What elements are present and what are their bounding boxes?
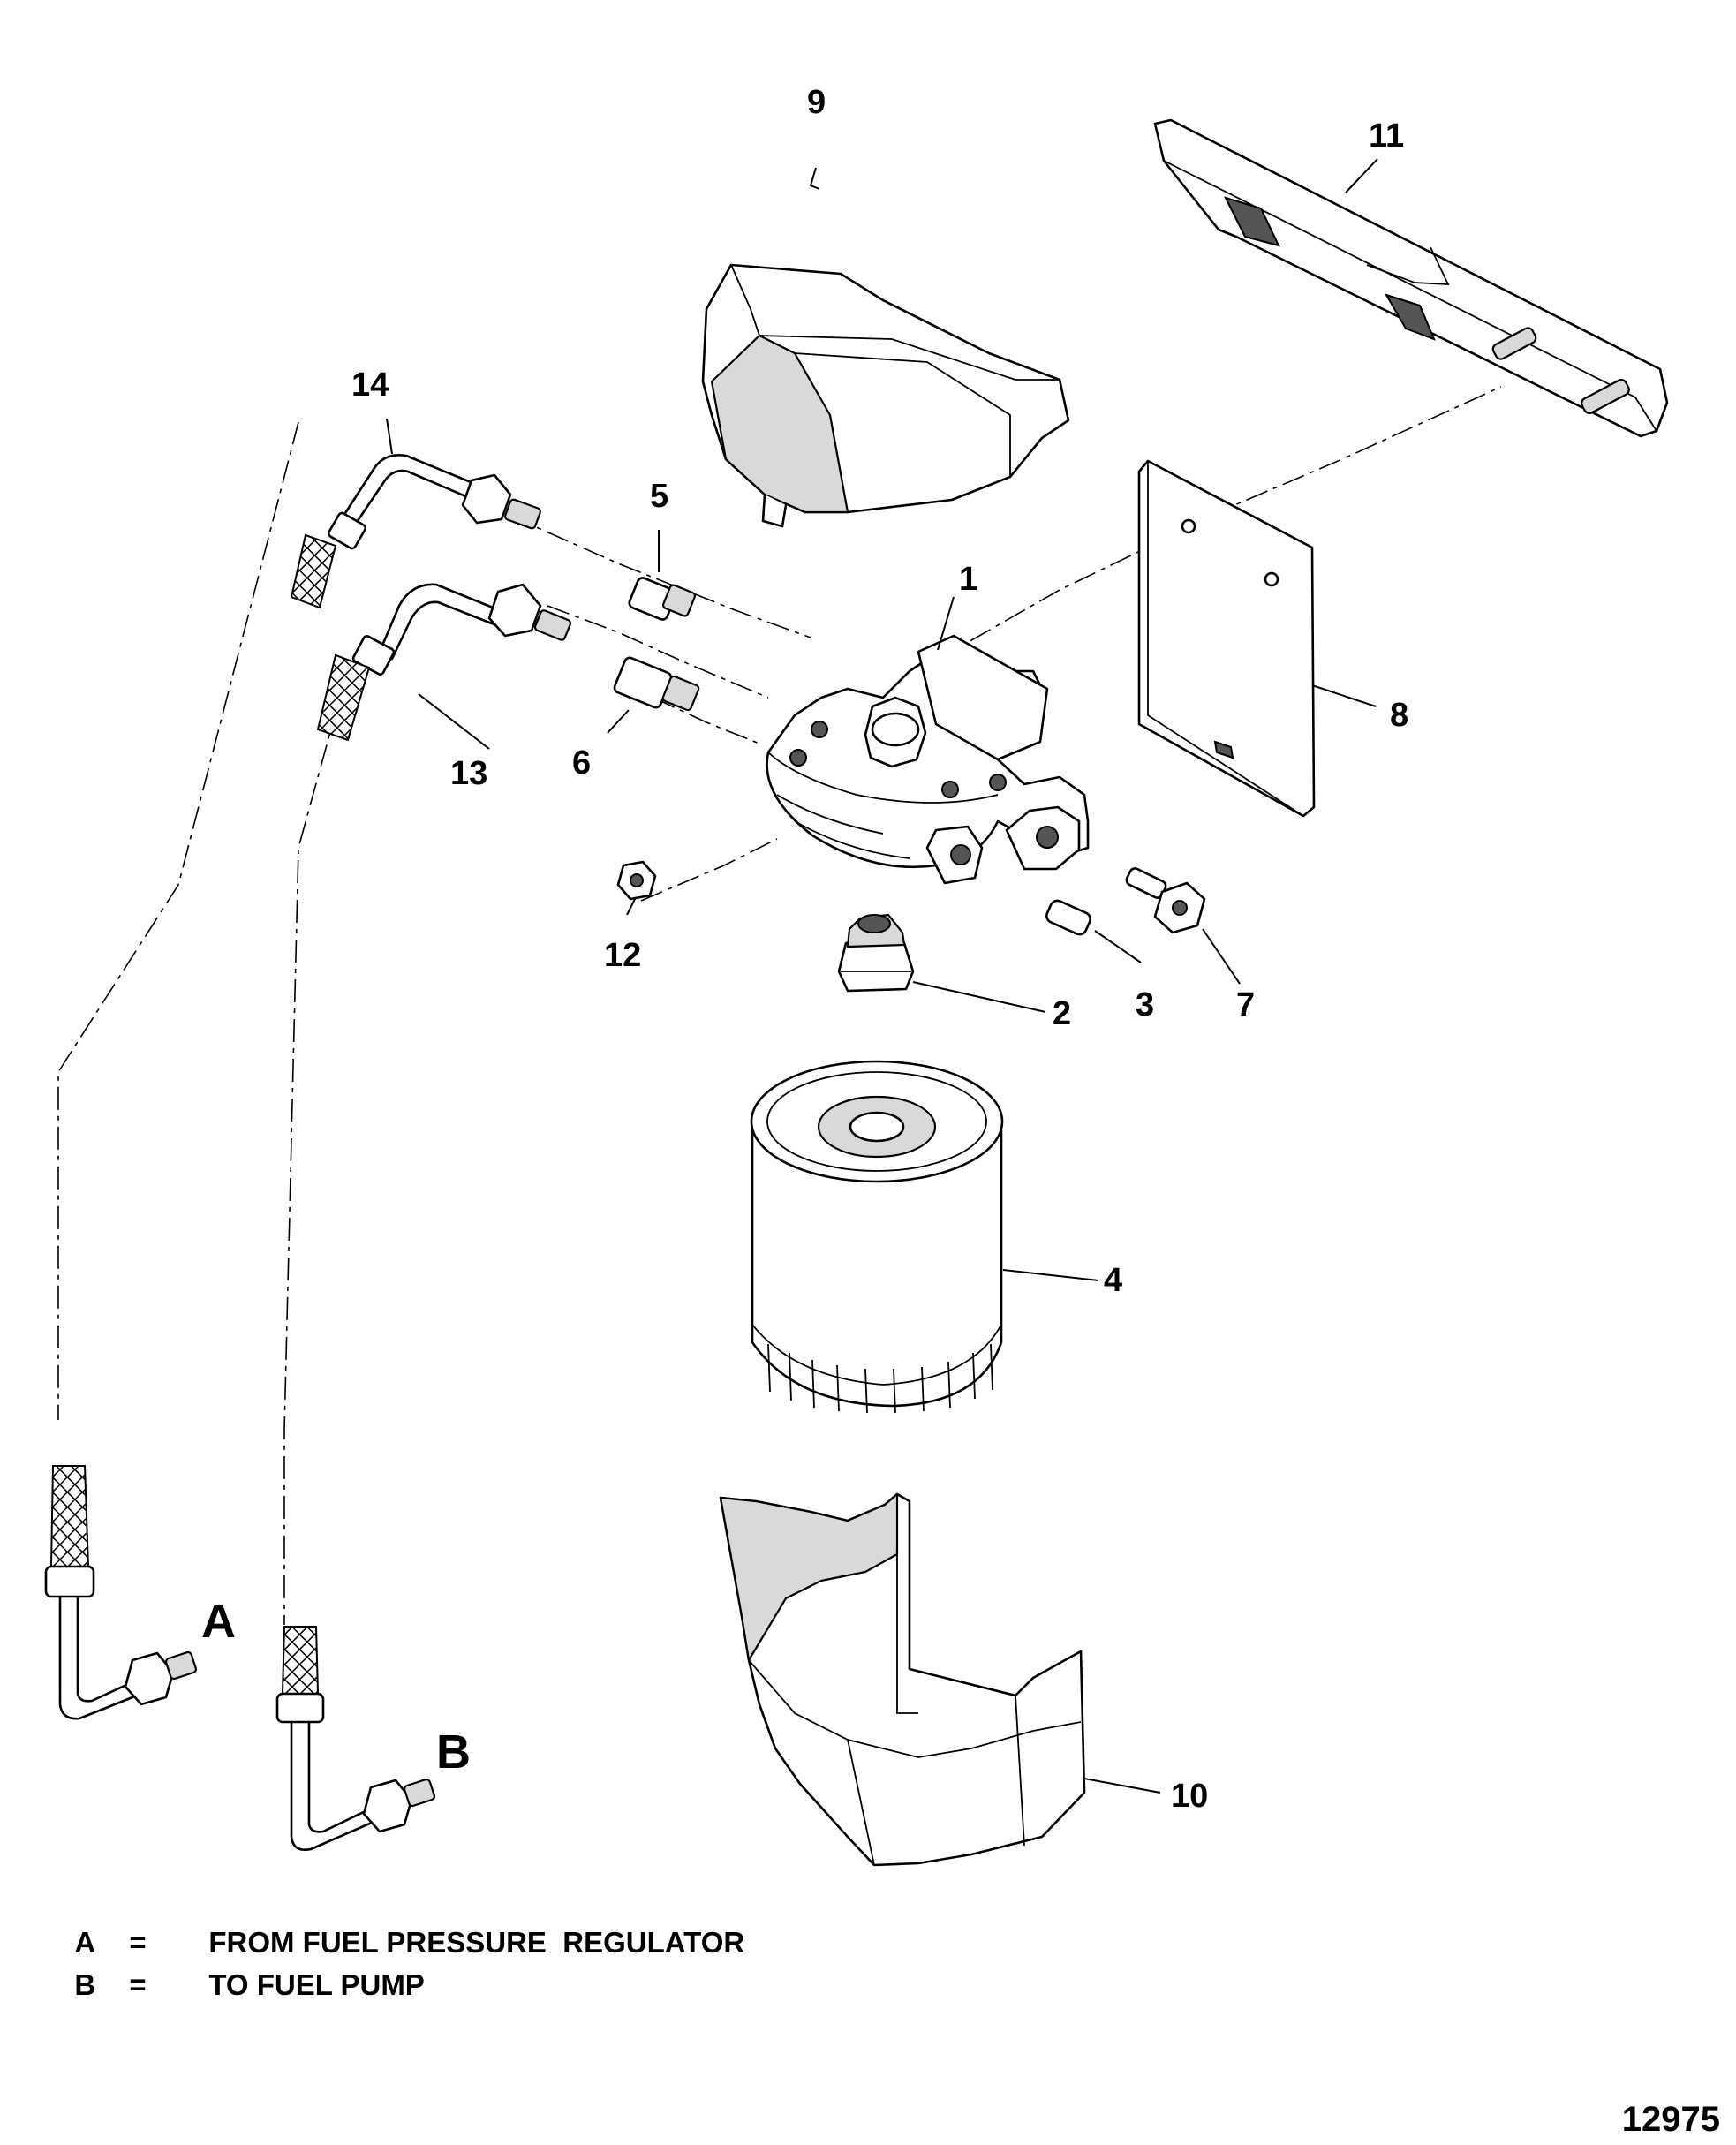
fitting-part-5 — [628, 577, 697, 621]
fuel-line-part-13 — [316, 583, 572, 742]
legend-sep-b: = — [129, 1968, 147, 2001]
legend-key-b: B — [74, 1968, 96, 2001]
callout-9: 9 — [807, 84, 826, 121]
callout-labels: 1 2 3 4 5 6 7 8 9 10 11 12 13 14 A B — [201, 84, 1408, 1815]
legend-text-b: TO FUEL PUMP — [208, 1968, 425, 2001]
filter-base-ribs — [767, 1343, 993, 1414]
callout-14: 14 — [351, 366, 389, 404]
callout-13: 13 — [450, 755, 487, 792]
mounting-plate-part-8 — [1137, 459, 1316, 818]
assembly-centerlines — [57, 386, 1502, 1625]
fitting-part-7 — [1125, 867, 1206, 934]
lower-shield-part-10 — [719, 1492, 1086, 1867]
vent-plug-part-2 — [837, 913, 915, 993]
callout-5: 5 — [650, 478, 668, 515]
callout-4: 4 — [1104, 1262, 1122, 1299]
head-port-right — [1005, 805, 1081, 871]
long-bracket-part-11 — [1153, 118, 1669, 438]
callout-7: 7 — [1236, 986, 1255, 1023]
line-letter-a: A — [201, 1595, 236, 1648]
legend-sep-a: = — [129, 1926, 147, 1959]
filter-head-part-1 — [766, 634, 1090, 885]
fitting-part-3 — [1045, 899, 1091, 936]
callout-12: 12 — [604, 937, 641, 974]
fuel-line-part-14 — [290, 454, 541, 609]
bracket-stud-lower — [1581, 378, 1630, 415]
callout-6: 6 — [572, 744, 591, 782]
leader-lines — [386, 158, 1378, 1794]
legend-row-a: A = FROM FUEL PRESSURE REGULATOR — [58, 1892, 744, 1960]
fitting-part-6 — [613, 656, 700, 712]
bracket-stud-upper — [1491, 327, 1537, 360]
callout-10: 10 — [1171, 1778, 1208, 1815]
callout-2: 2 — [1053, 995, 1071, 1032]
figure-number: 12975 — [1621, 2100, 1720, 2139]
line-letter-b: B — [436, 1726, 471, 1779]
legend-key-a: A — [74, 1926, 96, 1959]
nut-part-12 — [616, 860, 657, 901]
fuel-line-end-b — [275, 1626, 436, 1851]
head-port-lower-left — [925, 825, 984, 885]
fuel-filter-part-4 — [750, 1060, 1004, 1414]
callout-1: 1 — [959, 561, 977, 598]
upper-cover-part-9 — [701, 263, 1070, 528]
callout-8: 8 — [1390, 697, 1408, 734]
callout-3: 3 — [1136, 986, 1154, 1023]
legend-text-a: FROM FUEL PRESSURE REGULATOR — [208, 1926, 745, 1959]
callout-11: 11 — [1369, 117, 1404, 155]
legend-row-b: B = TO FUEL PUMP — [58, 1935, 425, 2002]
fuel-line-end-a — [44, 1465, 198, 1720]
